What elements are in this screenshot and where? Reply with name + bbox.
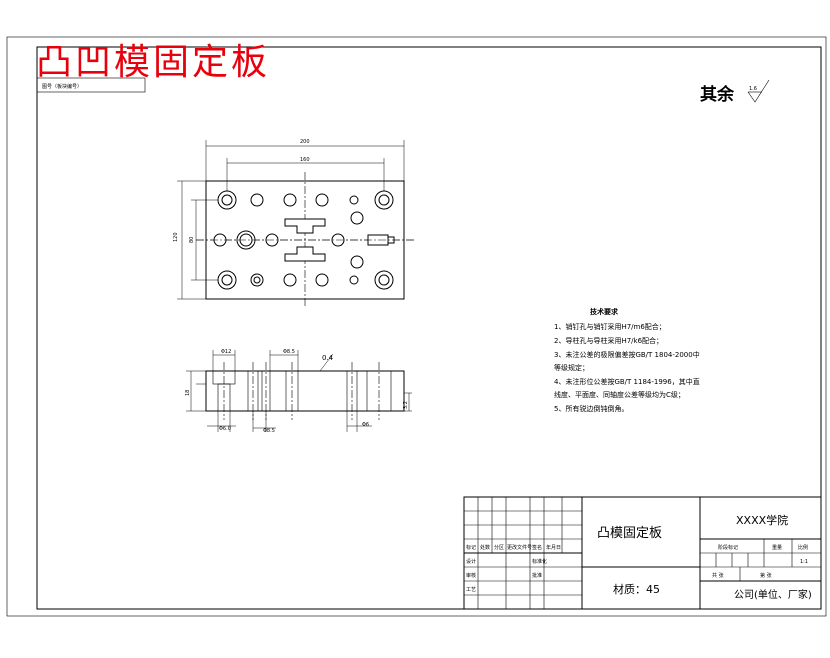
- screw-hole: [315, 193, 329, 207]
- dim-bottom-left: Φ6.0: [219, 426, 231, 432]
- title-block: 标记 处数 分区 更改文件号 签名 年月日 设计 标准化 审核 批准 工艺 凸模…: [463, 496, 822, 610]
- scale-value: 1:1: [800, 559, 808, 565]
- roughness-value: 1.6: [749, 86, 757, 92]
- company-name: 公司(单位、厂家): [734, 588, 812, 601]
- punch-cavity-bottom: [284, 246, 326, 262]
- guide-hole: [374, 270, 394, 290]
- scale-label: 比例: [798, 544, 808, 551]
- guide-hole: [217, 270, 237, 290]
- section-view: Φ12 Φ8.5 0.4 Φ6.0 Φ8.5 Φ6 18 3.2: [185, 349, 412, 434]
- section-outline: [205, 370, 405, 412]
- screw-hole: [283, 273, 297, 287]
- corner-stamp-box: [36, 77, 146, 93]
- row-label: 处数: [480, 544, 490, 551]
- note-item: 5、所有锐边倒钝倒角。: [554, 404, 628, 413]
- dim-bottom-mid: Φ8.5: [263, 428, 275, 434]
- note-item: 2、导柱孔与导柱采用H7/k6配合；: [554, 336, 663, 345]
- dim-right-small: 3.2: [403, 401, 409, 409]
- note-item: 等级规定；: [554, 363, 589, 372]
- dim-thickness: 18: [185, 390, 191, 396]
- punch-cavity-top: [284, 218, 326, 234]
- guide-hole: [374, 190, 394, 210]
- person-label: 批准: [532, 572, 542, 579]
- dim-bottom-right: Φ6: [362, 422, 369, 428]
- school-name: XXXX学院: [736, 513, 788, 527]
- part-name: 凸模固定板: [597, 526, 662, 541]
- dim-inner-height: 80: [189, 237, 195, 243]
- screw-hole: [350, 255, 364, 269]
- person-label: 设计: [466, 558, 476, 565]
- row-label: 签名: [532, 544, 542, 551]
- outer-frame: [6, 36, 827, 617]
- row-label: 标记: [466, 544, 476, 551]
- inner-border: [36, 46, 822, 610]
- roughness-symbol-icon: [747, 79, 770, 103]
- dim-hole-spacing: 160: [300, 157, 310, 163]
- row-label: 更改文件号: [507, 544, 532, 551]
- weight-label: 重量: [772, 544, 782, 551]
- row-label: 分区: [494, 544, 504, 551]
- screw-hole: [350, 211, 364, 225]
- sheet-no: 第 张: [760, 572, 772, 579]
- material: 材质：45: [613, 582, 660, 596]
- plan-view: 200 160 120 80: [173, 139, 414, 308]
- big-title: 凸凹模固定板: [36, 42, 270, 83]
- dim-overall-height: 120: [173, 232, 179, 242]
- roughness-label: 其余: [700, 84, 735, 105]
- guide-hole: [217, 190, 237, 210]
- screw-hole: [283, 193, 297, 207]
- screw-hole: [315, 273, 329, 287]
- sheet-total: 共 张: [712, 572, 724, 579]
- person-label: 工艺: [466, 587, 476, 593]
- person-label: 标准化: [532, 558, 547, 565]
- technical-notes: 技术要求 1、销钉孔与销钉采用H7/m6配合； 2、导柱孔与导柱采用H7/k6配…: [554, 307, 700, 413]
- dim-overall-width: 200: [300, 139, 310, 145]
- row-label: 年月日: [546, 544, 561, 551]
- surface-mark-small: 0.4: [322, 354, 334, 362]
- note-item: 4、未注形位公差按GB/T 1184-1996，其中直: [554, 377, 700, 386]
- person-label: 审核: [466, 572, 476, 579]
- note-item: 3、未注公差的极限偏差按GB/T 1804-2000中: [554, 350, 700, 359]
- pin-hole: [349, 275, 359, 285]
- screw-hole: [250, 193, 264, 207]
- note-item: 线度、平面度、同轴度公差等级均为C级；: [554, 390, 685, 399]
- pin-hole: [349, 195, 359, 205]
- dim-top-mid: Φ8.5: [283, 349, 295, 355]
- note-item: 1、销钉孔与销钉采用H7/m6配合；: [554, 322, 666, 331]
- notes-heading: 技术要求: [590, 307, 619, 316]
- dim-top-left: Φ12: [221, 349, 231, 355]
- stage-label: 阶段标记: [718, 544, 738, 551]
- corner-stamp-text: 图号（板块编号）: [42, 83, 82, 90]
